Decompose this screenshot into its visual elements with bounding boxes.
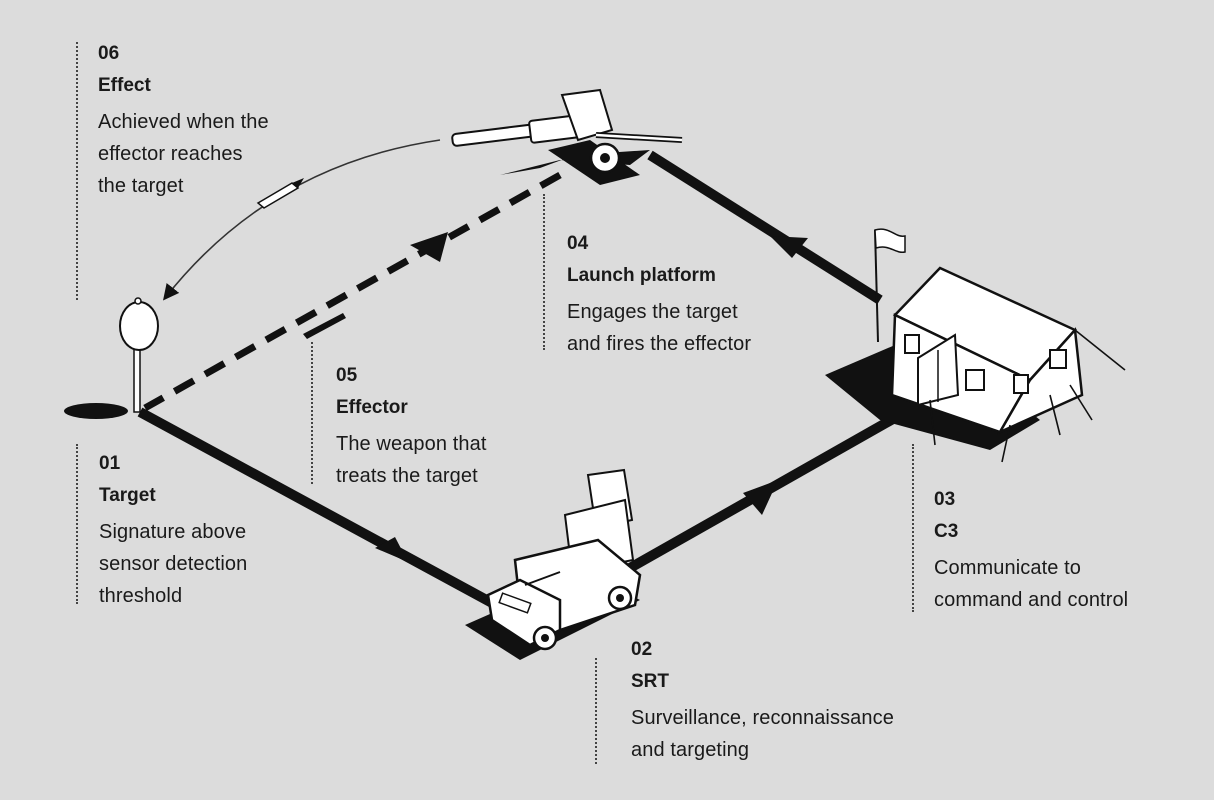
desc-line: sensor detection — [99, 553, 248, 575]
leader-line-05 — [311, 342, 313, 484]
step-01-target: 01 Target Signature above sensor detecti… — [99, 452, 247, 612]
desc-line: Engages the target — [567, 301, 738, 323]
step-title: Target — [99, 485, 156, 506]
leader-line-01 — [76, 444, 78, 604]
step-title: Effect — [98, 75, 151, 96]
armored-vehicle-icon — [465, 468, 642, 660]
command-tent-icon — [825, 228, 1126, 463]
desc-line: command and control — [934, 589, 1129, 611]
step-number: 06 — [98, 43, 120, 64]
step-title: C3 — [934, 521, 959, 542]
step-description: Signature above sensor detection thresho… — [99, 516, 247, 612]
effector-path — [143, 171, 562, 412]
step-number: 04 — [567, 233, 589, 254]
arrow-c3-to-launcher — [770, 236, 808, 258]
step-number: 05 — [336, 365, 358, 386]
leader-line-03 — [912, 444, 914, 612]
desc-line: and targeting — [631, 739, 750, 761]
leader-line-06 — [76, 42, 78, 300]
step-02-srt: 02 SRT Surveillance, reconnaissance and … — [631, 638, 894, 766]
step-description: Communicate to command and control — [934, 552, 1128, 616]
step-number: 02 — [631, 639, 653, 660]
in-flight-shell-icon — [256, 178, 304, 209]
desc-line: effector reaches — [98, 143, 243, 165]
desc-line: Surveillance, reconnaissance — [631, 707, 894, 729]
desc-line: Communicate to — [934, 557, 1082, 579]
flag-icon — [874, 228, 906, 253]
step-title: Effector — [336, 397, 408, 418]
step-04-launch-platform: 04 Launch platform Engages the target an… — [567, 232, 751, 360]
target-sign-icon — [64, 297, 159, 419]
projectile-icon — [303, 313, 346, 339]
desc-line: Achieved when the — [98, 111, 269, 133]
desc-line: Signature above — [99, 521, 247, 543]
step-description: Achieved when the effector reaches the t… — [98, 106, 269, 202]
link-c3-to-launcher — [647, 150, 883, 305]
leader-line-04 — [543, 194, 545, 350]
desc-line: treats the target — [336, 465, 478, 487]
link-target-to-srt — [137, 407, 508, 615]
step-05-effector: 05 Effector The weapon that treats the t… — [336, 364, 487, 492]
step-description: Surveillance, reconnaissance and targeti… — [631, 702, 894, 766]
step-title: Launch platform — [567, 265, 716, 286]
desc-line: the target — [98, 175, 184, 197]
desc-line: and fires the effector — [567, 333, 752, 355]
arrow-target-to-srt — [375, 537, 408, 562]
leader-line-02 — [595, 658, 597, 764]
step-title: SRT — [631, 671, 669, 692]
step-number: 01 — [99, 453, 121, 474]
step-06-effect: 06 Effect Achieved when the effector rea… — [98, 42, 269, 202]
artillery-gun-icon — [451, 88, 683, 185]
desc-line: threshold — [99, 585, 183, 607]
step-description: Engages the target and fires the effecto… — [567, 296, 751, 360]
arrow-effector-path — [410, 232, 448, 262]
step-03-c3: 03 C3 Communicate to command and control — [934, 488, 1128, 616]
step-description: The weapon that treats the target — [336, 428, 487, 492]
step-number: 03 — [934, 489, 956, 510]
desc-line: The weapon that — [336, 433, 487, 455]
arrow-srt-to-c3 — [743, 480, 778, 515]
